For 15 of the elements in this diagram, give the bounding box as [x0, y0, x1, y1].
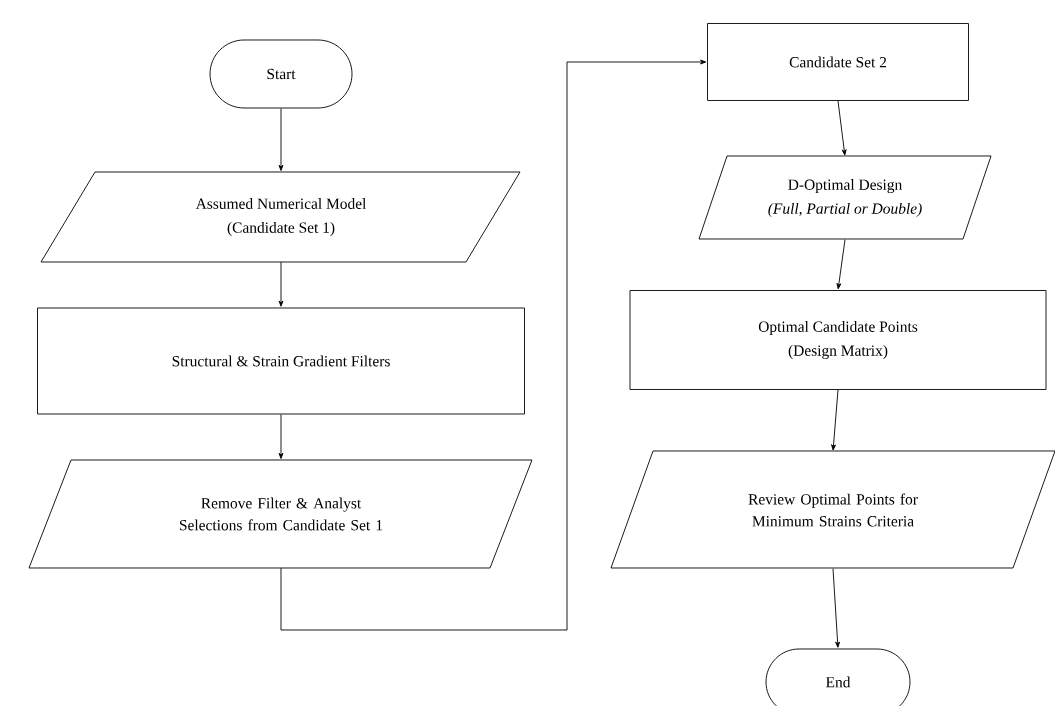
arrow	[837, 100, 847, 156]
arrow	[278, 261, 284, 307]
data-parallelogram: D-Optimal Design (Full, Partial or Double)	[698, 155, 992, 240]
data-parallelogram: Remove Filter & Analyst Selections from Candidate Set 1	[28, 459, 533, 569]
process-box: Optimal Candidate Points (Design Matrix)	[629, 290, 1047, 390]
arrow	[831, 389, 839, 451]
arrow	[832, 568, 841, 648]
process-box: Candidate Set 2	[707, 23, 969, 101]
process-box: Structural & Strain Gradient Filters	[37, 307, 525, 415]
arrow	[278, 414, 284, 459]
arrow	[278, 108, 284, 171]
arrow	[280, 59, 707, 631]
data-parallelogram: Assumed Numerical Model (Candidate Set 1)	[40, 171, 521, 263]
arrow	[836, 239, 846, 290]
data-parallelogram: Review Optimal Points for Minimum Strains Criteria	[610, 450, 1055, 569]
